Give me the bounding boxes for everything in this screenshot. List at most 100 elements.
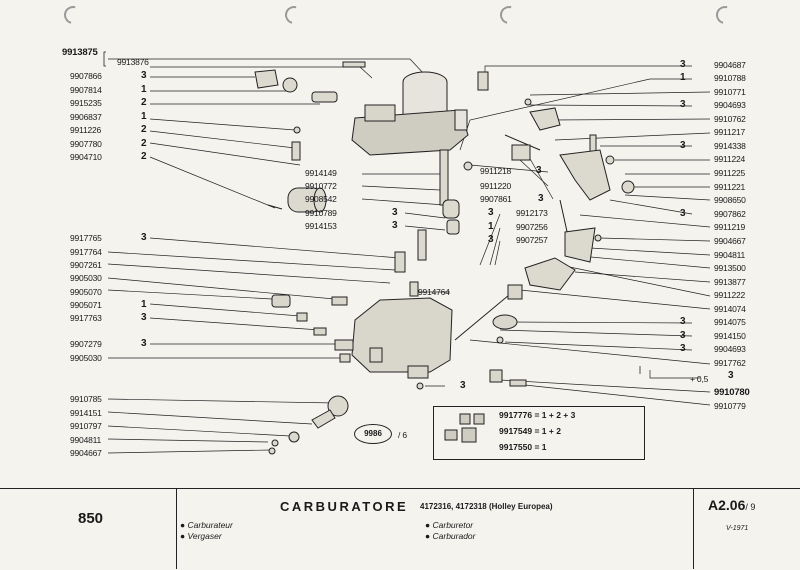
- part-code: 9914149: [305, 168, 337, 178]
- part-code: 9917762: [714, 358, 746, 368]
- sheet-code: A2.06/ 9: [708, 497, 755, 513]
- part-code: 9910797: [70, 421, 102, 431]
- part-qty: 2: [141, 151, 147, 162]
- footer-divider-1: [176, 488, 177, 569]
- part-qty: 3: [536, 165, 542, 176]
- lang-de: ● Vergaser: [180, 531, 222, 541]
- kit-line-2: 9917549 = 1 + 2: [499, 426, 561, 436]
- part-code: 9910772: [305, 181, 337, 191]
- sheet-code-suffix: / 9: [745, 502, 756, 512]
- lang-en-text: Carburetor: [432, 520, 474, 530]
- part-qty: 3: [680, 208, 686, 219]
- part-code: 9907862: [714, 209, 746, 219]
- part-code: 9906837: [70, 112, 102, 122]
- part-code: 9914075: [714, 317, 746, 327]
- part-qty: 3: [680, 343, 686, 354]
- part-code: 9907814: [70, 85, 102, 95]
- part-code: 9907780: [70, 139, 102, 149]
- lang-es: ● Carburador: [425, 531, 476, 541]
- part-code: 9911225: [714, 168, 746, 178]
- part-code: 9904710: [70, 152, 102, 162]
- part-code: 9908542: [305, 194, 337, 204]
- part-code: 9917764: [70, 247, 102, 257]
- part-qty: 3: [538, 193, 544, 204]
- part-qty: 1: [141, 299, 147, 310]
- part-code: 9911217: [714, 127, 746, 137]
- loose-part-qty: 3: [460, 380, 466, 391]
- part-code-9910780: 9910780: [714, 387, 750, 398]
- part-qty: 1: [141, 84, 147, 95]
- exploded-view-drawing: [103, 51, 711, 455]
- kit-line-1: 9917776 = 1 + 2 + 3: [499, 410, 576, 420]
- part-code: 9905070: [70, 287, 102, 297]
- part-qty: 3: [488, 234, 494, 245]
- part-code: 9914338: [714, 141, 746, 151]
- lang-es-text: Carburador: [432, 531, 476, 541]
- part-qty: 3: [392, 220, 398, 231]
- part-code: 9910789: [305, 208, 337, 218]
- part-qty: 3: [141, 338, 147, 349]
- part-qty: 3: [680, 99, 686, 110]
- part-code: 9911222: [714, 290, 746, 300]
- part-code: 9904811: [714, 250, 746, 260]
- page-title: CARBURATORE: [280, 499, 409, 514]
- part-qty: 3: [141, 232, 147, 243]
- repair-kit-box: [433, 406, 645, 460]
- part-code: 9915235: [70, 98, 102, 108]
- part-code: 9911219: [714, 222, 746, 232]
- part-code: 9912173: [516, 208, 548, 218]
- lang-en: ● Carburetor: [425, 520, 474, 530]
- part-code: 9910771: [714, 87, 746, 97]
- part-qty: 3: [680, 316, 686, 327]
- edition-date: V-1971: [726, 525, 749, 532]
- lang-fr: ● Carburateur: [180, 520, 233, 530]
- part-code: 9910788: [714, 73, 746, 83]
- part-code: 9914153: [305, 221, 337, 231]
- part-qty: 1: [488, 221, 494, 232]
- reference-oval-suffix: / 6: [398, 430, 407, 440]
- part-code: 9907261: [70, 260, 102, 270]
- part-code: 9911218: [480, 166, 512, 176]
- part-code: 9910785: [70, 394, 102, 404]
- part-code-9910779: 9910779: [714, 401, 746, 411]
- part-code: 9914074: [714, 304, 746, 314]
- part-qty: 1: [680, 72, 686, 83]
- kit-line-3: 9917550 = 1: [499, 442, 547, 452]
- part-code: 9914150: [714, 331, 746, 341]
- part-code: 9911220: [480, 181, 512, 191]
- part-code: 9913877: [714, 277, 746, 287]
- part-qty: 2: [141, 124, 147, 135]
- part-code: 9913876: [117, 57, 149, 67]
- model-number: 850: [78, 510, 104, 527]
- footer-divider-2: [693, 488, 694, 569]
- part-code: 9905030: [70, 353, 102, 363]
- part-code: 9908650: [714, 195, 746, 205]
- part-qty: 3: [141, 70, 147, 81]
- lang-fr-text: Carburateur: [187, 520, 233, 530]
- part-code: 9904687: [714, 60, 746, 70]
- part-code: 9914151: [70, 408, 102, 418]
- part-code: 9913500: [714, 263, 746, 273]
- part-code: 9911226: [70, 125, 102, 135]
- lang-de-text: Vergaser: [187, 531, 222, 541]
- part-code: 9917763: [70, 313, 102, 323]
- reference-oval: 9986: [354, 424, 392, 444]
- part-qty: 3: [488, 207, 494, 218]
- part-code: 9913875: [62, 47, 98, 58]
- part-code: 9904811: [70, 435, 102, 445]
- part-code: 9911224: [714, 154, 746, 164]
- part-code: 9904693: [714, 100, 746, 110]
- sheet-code-main: A2.06: [708, 497, 746, 513]
- footer-band: [0, 488, 800, 570]
- part-qty: 2: [141, 138, 147, 149]
- part-code: 9907861: [480, 194, 512, 204]
- part-qty: 3: [680, 330, 686, 341]
- part-code: 9904667: [714, 236, 746, 246]
- part-code: 9904693: [714, 344, 746, 354]
- page-subtitle: 4172316, 4172318 (Holley Europea): [420, 502, 553, 511]
- oversize-qty: 3: [728, 370, 734, 381]
- part-code: 9905030: [70, 273, 102, 283]
- part-code: 9907256: [516, 222, 548, 232]
- oversize-note: + 0,5: [690, 374, 709, 384]
- part-code: 9907866: [70, 71, 102, 81]
